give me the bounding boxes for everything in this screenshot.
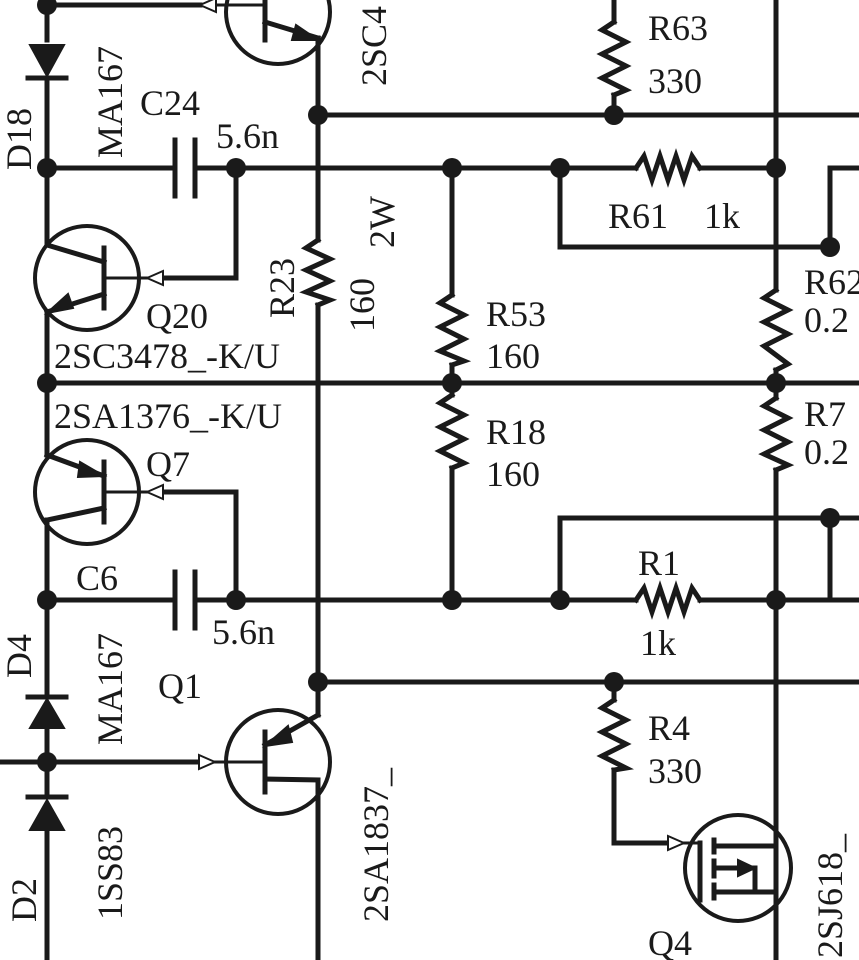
d18-part-label: MA167 (90, 46, 130, 158)
r7-value-label: 0.2 (804, 432, 849, 472)
diode-d2-symbol (25, 794, 69, 831)
resistor-r63-symbol (596, 18, 633, 99)
q1-ref-label: Q1 (158, 666, 202, 706)
r62-value-label: 0.2 (804, 300, 849, 340)
q4-ref-label: Q4 (648, 923, 692, 960)
diode-d18-symbol (25, 44, 69, 81)
resistor-r61-symbol (632, 148, 704, 188)
d4-part-label: MA167 (90, 633, 130, 745)
r63-ref-label: R63 (648, 8, 708, 48)
q7-part-label: 2SA1376_-K/U (54, 396, 282, 436)
r53-ref-label: R53 (486, 294, 546, 334)
resistor-r62-symbol (758, 286, 794, 374)
transistor-q4-symbol (667, 813, 793, 923)
resistor-r53-symbol (433, 291, 472, 369)
r4-value-label: 330 (648, 751, 702, 791)
c24-ref-label: C24 (140, 83, 200, 123)
q7-ref-label: Q7 (146, 444, 190, 484)
r1-ref-label: R1 (638, 543, 680, 583)
r61-value-label: 1k (704, 196, 740, 236)
d18-ref-label: D18 (0, 108, 39, 170)
resistor-r1-symbol (632, 580, 704, 620)
transistor-top-symbol (197, 0, 332, 66)
q20-part-label: 2SC3478_-K/U (54, 336, 280, 376)
resistor-r23-symbol (299, 236, 338, 309)
resistor-r7-symbol (758, 394, 795, 474)
r23-value-label: 160 (342, 278, 382, 332)
resistor-r4-symbol (596, 696, 634, 773)
q20-ref-label: Q20 (146, 296, 208, 336)
q1-part-label: 2SA1837_ (356, 767, 396, 922)
c24-value-label: 5.6n (216, 116, 279, 156)
transistor-q7-symbol (33, 438, 165, 546)
q4-part-label: 2SJ618_ (810, 833, 850, 958)
d2-part-label: 1SS83 (90, 826, 130, 920)
r61-ref-label: R61 (608, 196, 668, 236)
r18-value-label: 160 (486, 454, 540, 494)
resistor-r18-symbol (434, 391, 471, 472)
r1-value-label: 1k (640, 623, 676, 663)
d4-ref-label: D4 (0, 634, 39, 678)
r7-ref-label: R7 (804, 394, 846, 434)
diode-d4-symbol (25, 694, 69, 729)
r18-ref-label: R18 (486, 412, 546, 452)
transistor-q1-symbol (198, 708, 332, 816)
transistor-top-part-label: 2SC4 (354, 6, 394, 86)
capacitor-c24-symbol (172, 137, 198, 199)
c6-ref-label: C6 (76, 558, 118, 598)
transistor-q20-symbol (33, 224, 165, 332)
junctions (37, 0, 840, 772)
r4-ref-label: R4 (648, 708, 690, 748)
capacitor-c6-symbol (172, 569, 198, 631)
c6-value-label: 5.6n (212, 612, 275, 652)
r63-value-label: 330 (648, 61, 702, 101)
d2-ref-label: D2 (4, 878, 44, 922)
r23-ref-label: R23 (262, 258, 302, 318)
r53-value-label: 160 (486, 336, 540, 376)
r23-power-label: 2W (362, 196, 402, 248)
r62-ref-label: R62 (804, 262, 859, 302)
